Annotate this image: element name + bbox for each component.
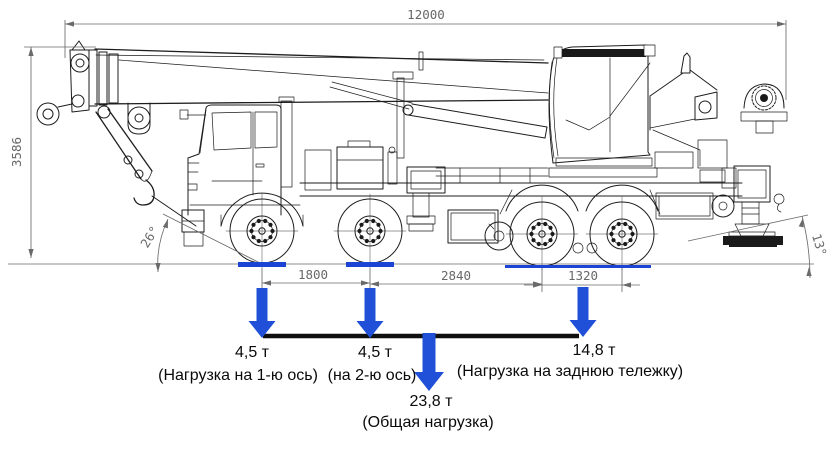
air-intake-stack bbox=[280, 100, 293, 188]
load-value-rear-bogie: 14,8 т bbox=[573, 342, 617, 359]
dim-1800-value: 1800 bbox=[298, 267, 328, 282]
approach-angle-value: 26° bbox=[137, 223, 162, 250]
load-arrow-rear-bogie bbox=[569, 287, 597, 337]
boom-head bbox=[69, 40, 90, 113]
truck-cab bbox=[179, 96, 304, 247]
superstructure-rear bbox=[649, 52, 728, 183]
dim-overall-length: 12000 bbox=[64, 7, 787, 100]
tie-down-rope bbox=[151, 195, 197, 227]
towing-ring bbox=[484, 221, 514, 251]
load-arrow-total bbox=[414, 333, 444, 391]
mirror bbox=[179, 109, 207, 120]
dim-1320-value: 1320 bbox=[568, 268, 598, 283]
hoist-winch bbox=[740, 83, 788, 213]
load-value-total: 23,8 т bbox=[410, 393, 454, 410]
dim-axle-spacing-2-3: 2840 bbox=[370, 268, 543, 292]
dim-length-value: 12000 bbox=[407, 7, 445, 22]
wheel-axle1 bbox=[225, 193, 299, 269]
hook-block bbox=[95, 105, 197, 227]
dim-axle-spacing-3-4: 1320 bbox=[524, 268, 640, 292]
luffing-cylinder bbox=[329, 81, 548, 139]
front-bumper bbox=[181, 209, 205, 247]
rear-fenders bbox=[499, 184, 735, 254]
crane-cab bbox=[548, 44, 658, 178]
boom-rest-post bbox=[396, 77, 405, 159]
load-label-total: (Общая нагрузка) bbox=[362, 414, 493, 431]
roof-rail bbox=[560, 49, 646, 57]
wheel-axle4 bbox=[585, 196, 659, 271]
load-arrow-axle1 bbox=[248, 288, 276, 338]
load-value-axle2: 4,5 т bbox=[358, 344, 393, 361]
telescopic-boom bbox=[36, 40, 549, 139]
guide-sheave bbox=[127, 102, 151, 135]
contact-pad-axle1 bbox=[238, 262, 286, 267]
deck-equipment bbox=[304, 71, 514, 251]
load-label-axle1: (Нагрузка на 1-ю ось) bbox=[158, 367, 318, 384]
toolbox bbox=[447, 209, 499, 244]
load-arrow-axle2 bbox=[356, 288, 384, 338]
dim-axle-spacing-1-2: 1800 bbox=[261, 267, 371, 292]
rear-outrigger bbox=[723, 165, 783, 247]
dim-departure-angle: 13° bbox=[687, 214, 830, 279]
truck-crane-drawing bbox=[36, 40, 788, 271]
tail-hook bbox=[773, 193, 785, 205]
departure-angle-value: 13° bbox=[809, 232, 830, 258]
axle-load-diagram: 4,5 т (Нагрузка на 1-ю ось) 4,5 т (на 2-… bbox=[158, 287, 683, 431]
contact-pad-axle2 bbox=[346, 262, 394, 267]
boom-marker-pin bbox=[418, 51, 424, 71]
load-label-axle2: (на 2-ю ось) bbox=[328, 367, 417, 384]
outrigger-pad bbox=[723, 236, 783, 245]
dim-overall-height: 3586 bbox=[9, 46, 96, 258]
hook bbox=[133, 179, 155, 206]
dim-2840-value: 2840 bbox=[441, 268, 471, 283]
wheel-contact-pads bbox=[238, 262, 651, 268]
load-value-axle1: 4,5 т bbox=[235, 344, 270, 361]
auxiliary-sheave bbox=[36, 102, 73, 126]
wheel-axle2 bbox=[333, 193, 407, 269]
handle-cone bbox=[680, 52, 691, 74]
front-fender-arch bbox=[220, 192, 304, 227]
load-label-rear-bogie: (Нагрузка на заднюю тележку) bbox=[457, 363, 683, 380]
dim-height-value: 3586 bbox=[9, 137, 24, 167]
contact-line-rear-bogie bbox=[505, 265, 651, 268]
front-outrigger bbox=[406, 166, 446, 232]
wheel-axle3 bbox=[505, 196, 579, 271]
